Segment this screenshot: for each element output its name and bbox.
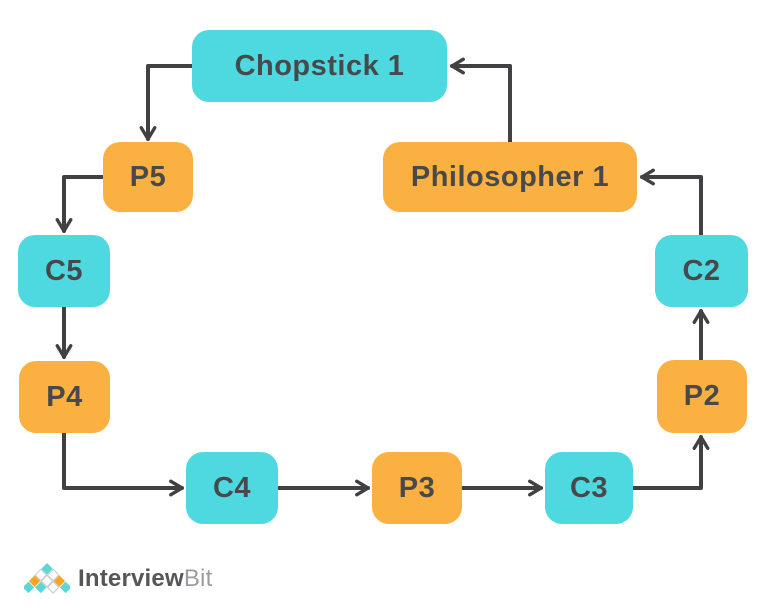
arrow-philosopher1-to-chopstick1 [450, 57, 512, 144]
arrow-p5-to-c5 [55, 175, 105, 233]
node-p3: P3 [372, 452, 462, 524]
node-p2: P2 [657, 360, 747, 433]
interviewbit-logo-text: InterviewBit [78, 565, 212, 593]
node-chopstick-1: Chopstick 1 [192, 30, 447, 102]
logo-text-bit: Bit [183, 564, 213, 592]
arrow-c3-to-p2 [631, 435, 710, 490]
node-p4: P4 [19, 361, 110, 433]
logo-text-interview: Interview [78, 564, 184, 592]
node-c4: C4 [186, 452, 278, 524]
interviewbit-pyramid-icon [24, 563, 70, 594]
node-p5: P5 [103, 142, 193, 212]
node-c3: C3 [545, 452, 633, 524]
node-c5: C5 [18, 235, 110, 307]
interviewbit-logo: InterviewBit [24, 562, 212, 595]
arrow-c2-to-philosopher1 [640, 168, 703, 237]
node-philosopher-1: Philosopher 1 [383, 142, 637, 212]
node-c2: C2 [655, 235, 748, 307]
arrow-p4-to-c4 [62, 431, 184, 497]
arrow-chopstick1-to-p5 [139, 64, 194, 141]
